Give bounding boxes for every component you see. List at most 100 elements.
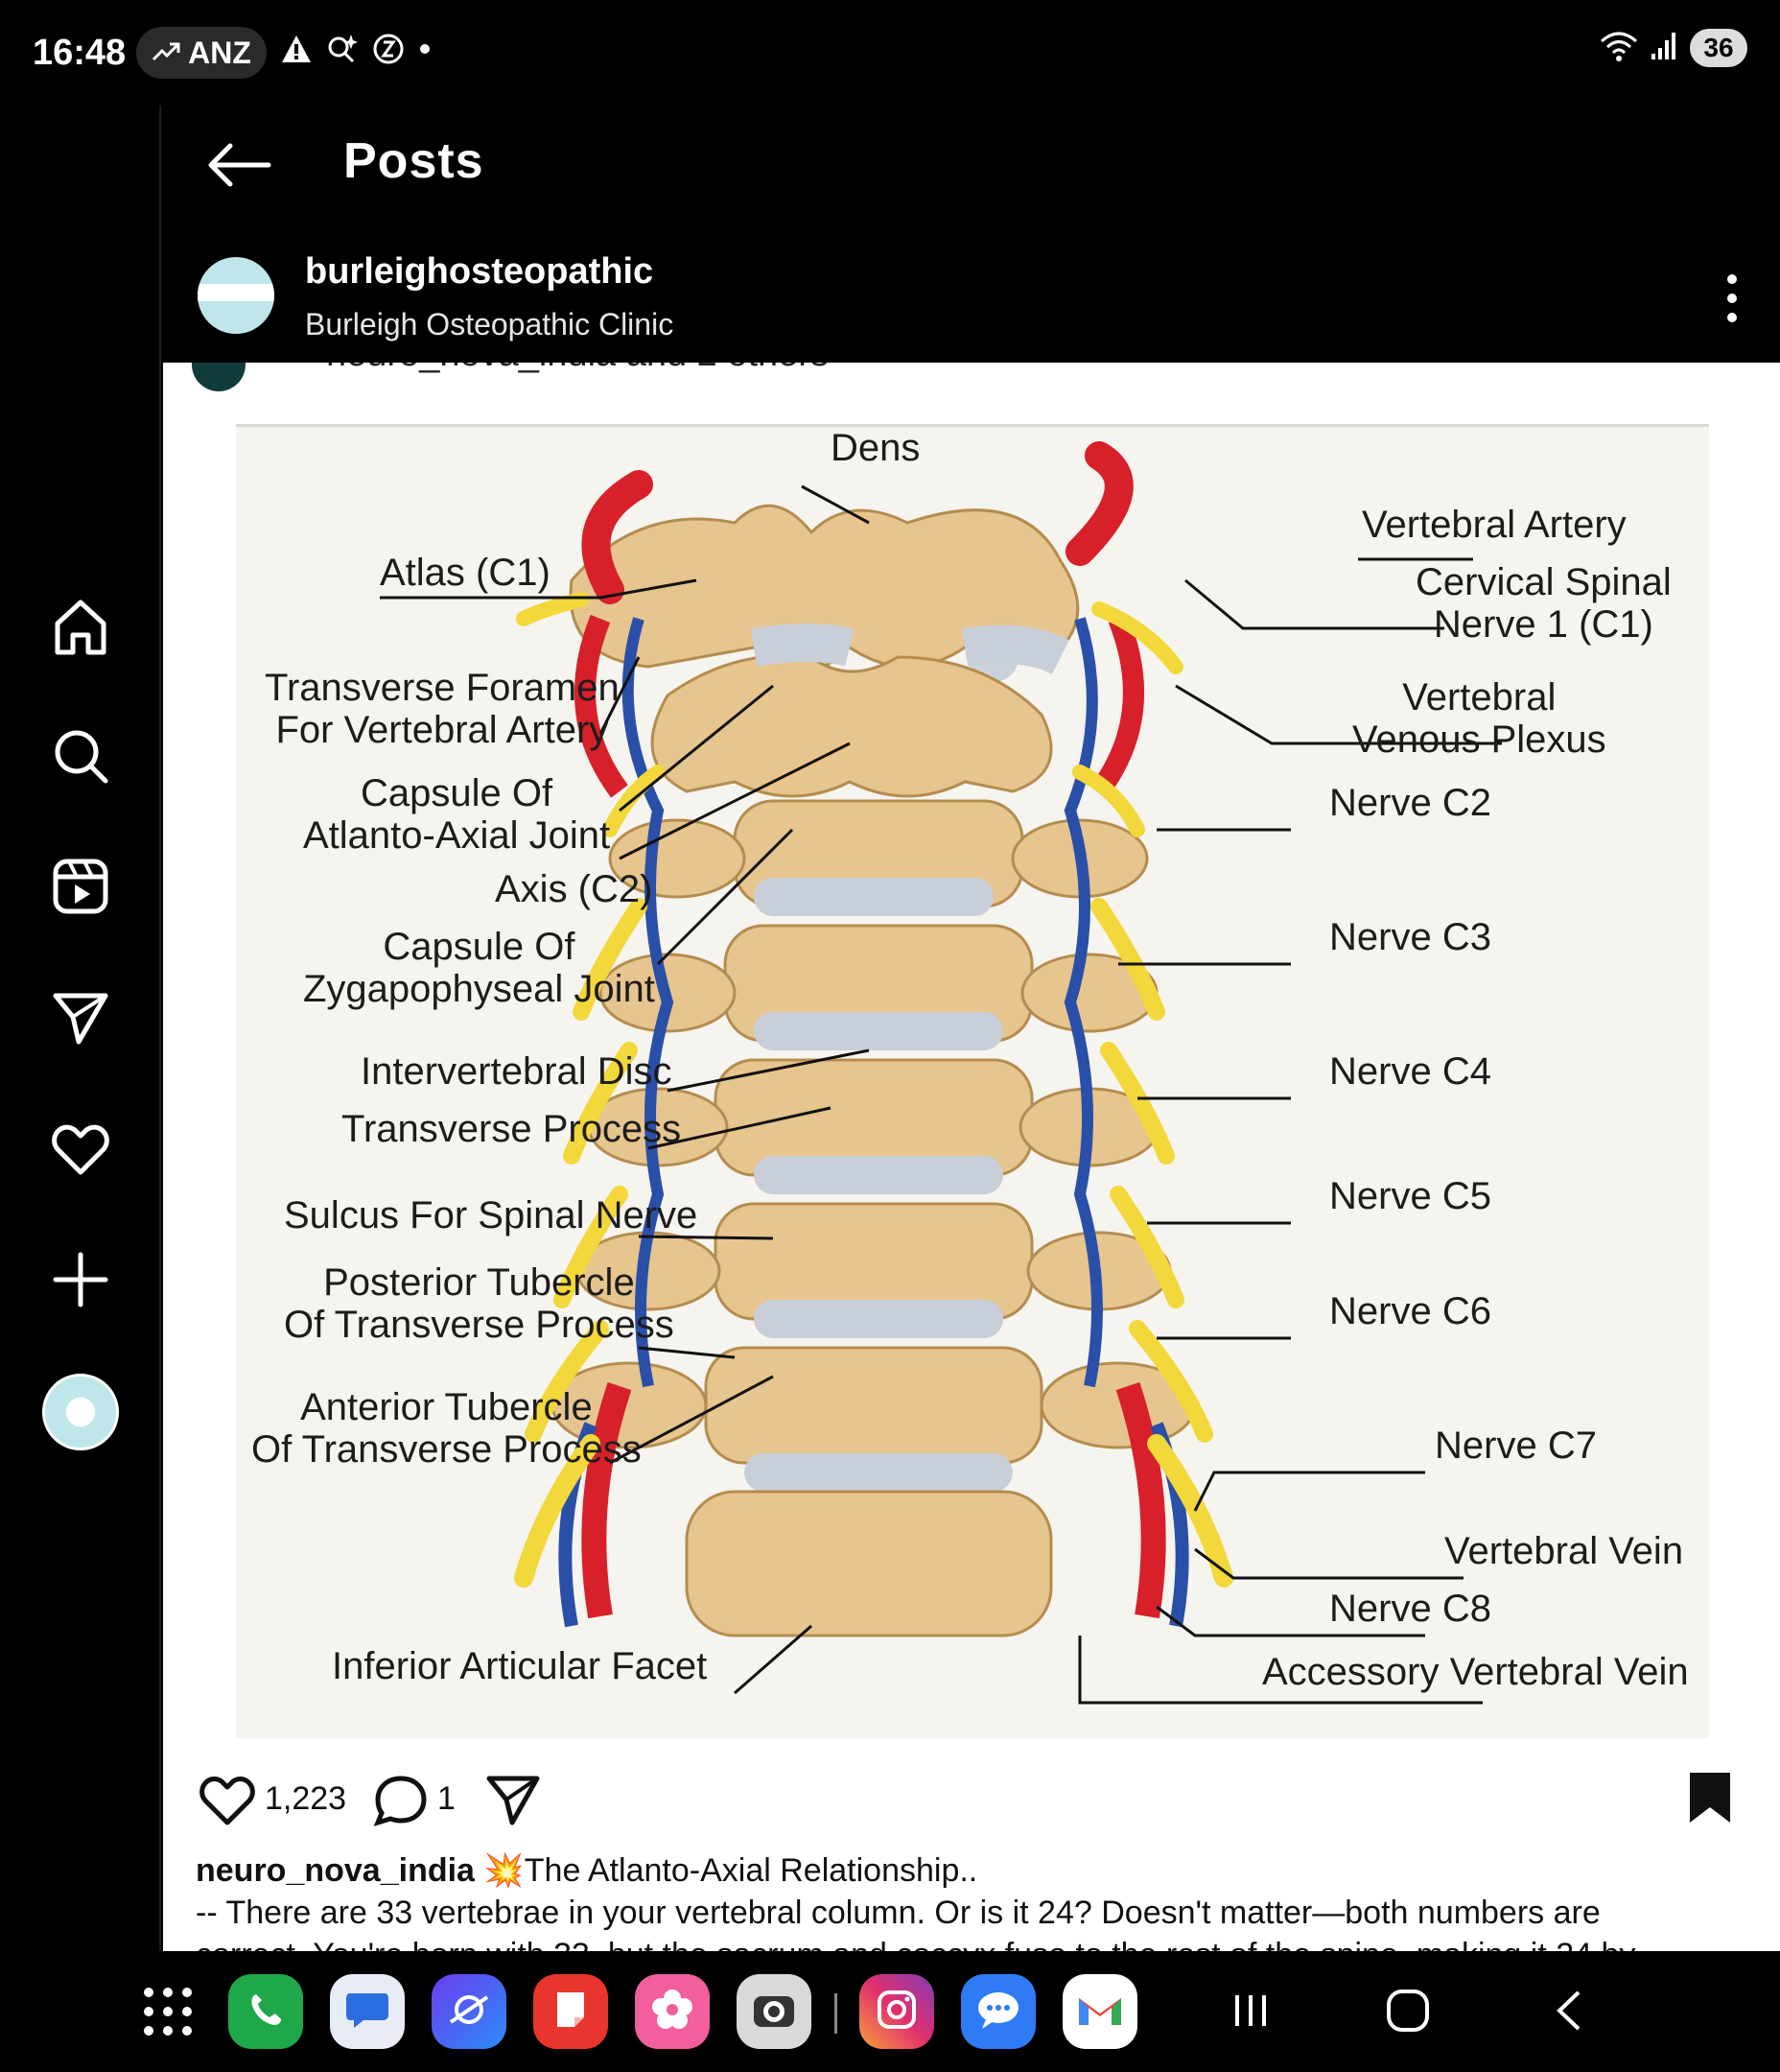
recents-icon <box>1230 1990 1272 2037</box>
bookmark-filled-icon <box>1686 1773 1734 1830</box>
home-circle-icon <box>1384 1987 1432 2039</box>
search-sparkle-icon <box>326 33 359 70</box>
profile-avatar[interactable] <box>42 1374 119 1450</box>
arrow-left-icon <box>201 143 278 198</box>
stock-ticker-pill[interactable]: ANZ <box>136 27 267 79</box>
disc-c1 <box>750 624 855 667</box>
page-title: Posts <box>343 133 484 189</box>
chat-bubble-icon <box>344 1990 390 2035</box>
more-options-button[interactable] <box>1722 274 1742 322</box>
chevron-left-icon <box>1550 1987 1588 2039</box>
messages-app[interactable] <box>330 1974 405 2049</box>
post-author-subtitle[interactable]: Burleigh Osteopathic Clinic <box>305 307 674 341</box>
post-caption: neuro_nova_india 💥The Atlanto-Axial Rela… <box>196 1849 1749 1951</box>
caption-emoji: 💥 <box>483 1852 525 1889</box>
warning-icon <box>280 34 313 69</box>
nav-create[interactable] <box>42 1243 119 1320</box>
post-actions-bar: 1,223 1 <box>163 1763 1780 1859</box>
back-button[interactable] <box>201 136 278 194</box>
comment-bubble-icon <box>372 1776 430 1832</box>
label-nerve-c3: Nerve C3 <box>1329 916 1491 958</box>
phone-app[interactable] <box>228 1974 303 2049</box>
gmail-icon <box>1075 1990 1125 2034</box>
label-vertebral-vein: Vertebral Vein <box>1444 1530 1684 1572</box>
nav-search[interactable] <box>42 719 119 796</box>
caption-line-2: -- There are 33 vertebrae in your verteb… <box>196 1895 1601 1931</box>
gmail-app[interactable] <box>1063 1974 1137 2049</box>
home-icon <box>50 597 111 663</box>
label-vertebral-artery: Vertebral Artery <box>1362 504 1627 546</box>
comment-button[interactable] <box>372 1773 430 1828</box>
label-anterior-tubercle: Anterior Tubercle Of Transverse Process <box>251 1386 642 1471</box>
send-icon <box>485 1776 541 1830</box>
left-navigation-rail <box>0 106 161 1952</box>
post-author-avatar[interactable] <box>198 257 274 334</box>
spine-diagram-image: Dens Atlas (C1) Transverse Foramen For V… <box>236 424 1709 1738</box>
label-transverse-foramen: Transverse Foramen For Vertebral Artery <box>265 667 620 751</box>
flower-icon <box>648 1986 696 2038</box>
app-drawer-button[interactable] <box>144 1988 194 2037</box>
label-cervical-spinal-nerve: Cervical Spinal Nerve 1 (C1) <box>1416 561 1672 646</box>
label-nerve-c8: Nerve C8 <box>1329 1588 1491 1630</box>
comment-count[interactable]: 1 <box>437 1780 456 1817</box>
label-atlas: Atlas (C1) <box>380 552 550 594</box>
label-sulcus: Sulcus For Spinal Nerve <box>284 1194 698 1236</box>
recent-apps-button[interactable] <box>1220 1984 1281 2041</box>
send-icon <box>50 986 111 1052</box>
reels-icon <box>50 856 111 922</box>
share-button[interactable] <box>485 1773 541 1826</box>
signal-icon <box>1650 31 1678 66</box>
caption-line-3: correct. You're born with 33, but the sa… <box>196 1934 1749 1951</box>
note-icon <box>551 1989 590 2036</box>
caption-first-line: neuro_nova_india 💥The Atlanto-Axial Rela… <box>196 1849 1749 1892</box>
nav-messages[interactable] <box>42 980 119 1057</box>
home-button[interactable] <box>1377 1984 1439 2041</box>
search-icon <box>50 725 111 791</box>
ticker-label: ANZ <box>188 35 251 70</box>
label-nerve-c7: Nerve C7 <box>1435 1424 1597 1467</box>
label-accessory-vertebral-vein: Accessory Vertebral Vein <box>1262 1651 1689 1693</box>
nav-reels[interactable] <box>42 850 119 927</box>
save-button[interactable] <box>1686 1769 1734 1826</box>
label-inferior-articular-facet: Inferior Articular Facet <box>332 1645 708 1687</box>
like-count[interactable]: 1,223 <box>265 1780 347 1817</box>
more-dot-icon <box>1727 313 1737 322</box>
heart-outline-icon <box>198 1777 257 1832</box>
embedded-avatar <box>192 363 246 391</box>
label-transverse-process: Transverse Process <box>341 1108 682 1150</box>
camera-icon <box>750 1989 798 2036</box>
post-author-username[interactable]: burleighosteopathic <box>305 251 654 292</box>
chat-dots-icon <box>974 1989 1022 2036</box>
notes-app[interactable] <box>533 1974 608 2049</box>
gallery-app[interactable] <box>635 1974 710 2049</box>
label-nerve-c2: Nerve C2 <box>1329 782 1491 824</box>
label-posterior-tubercle: Posterior Tubercle Of Transverse Process <box>284 1261 674 1346</box>
caption-title: The Atlanto-Axial Relationship.. <box>524 1852 978 1889</box>
plus-icon <box>50 1249 111 1315</box>
dot-icon <box>418 42 432 60</box>
system-back-button[interactable] <box>1538 1984 1600 2041</box>
like-button[interactable] <box>198 1773 257 1828</box>
nav-home[interactable] <box>42 591 119 668</box>
caption-username[interactable]: neuro_nova_india <box>196 1852 475 1889</box>
disc-c1b <box>961 624 1069 675</box>
label-nerve-c5: Nerve C5 <box>1329 1175 1491 1217</box>
label-venous-plexus: Vertebral Venous Plexus <box>1352 676 1606 761</box>
label-capsule-atlanto-axial: Capsule Of Atlanto-Axial Joint <box>303 772 611 857</box>
label-axis: Axis (C2) <box>495 868 653 910</box>
spinal-nerves <box>514 592 1233 1588</box>
embedded-collab-line: neuro_nova_india and 2 others <box>326 363 829 375</box>
bottom-dock <box>0 1951 1780 2072</box>
internet-app[interactable] <box>432 1974 506 2049</box>
nav-notifications[interactable] <box>42 1113 119 1189</box>
label-intervertebral-disc: Intervertebral Disc <box>361 1050 672 1093</box>
status-time: 16:48 <box>33 33 127 73</box>
camera-app[interactable] <box>737 1974 811 2049</box>
data-saver-icon <box>372 33 405 70</box>
axis-bone <box>650 653 1053 798</box>
battery-indicator: 36 <box>1690 29 1747 67</box>
instagram-app[interactable] <box>859 1974 934 2049</box>
posts-header: Posts burleighosteopathic Burleigh Osteo… <box>163 106 1780 365</box>
chat-app[interactable] <box>961 1974 1036 2049</box>
cervical-column <box>550 799 1197 1637</box>
